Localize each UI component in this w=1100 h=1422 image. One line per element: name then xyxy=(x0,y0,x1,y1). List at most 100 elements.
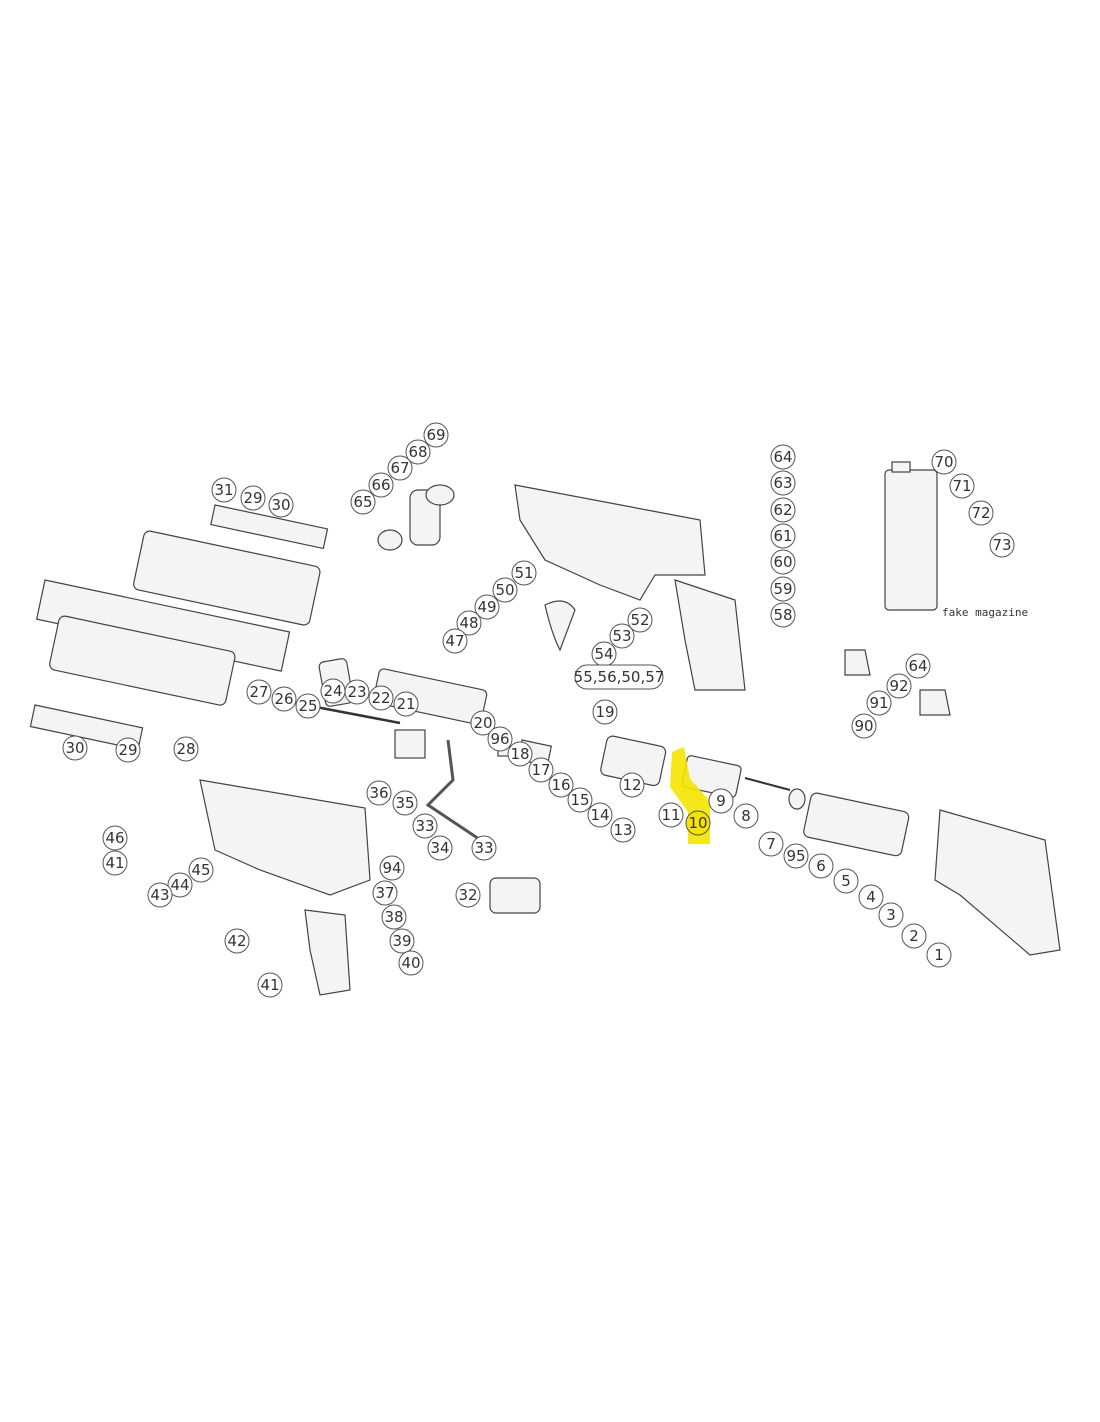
callout-number: 64 xyxy=(908,657,927,675)
callout-number: 55,56,50,57 xyxy=(574,668,665,686)
callout-number: 14 xyxy=(590,806,609,824)
callout-36: 36 xyxy=(366,780,392,806)
callout-33: 33 xyxy=(471,835,497,861)
callout-40: 40 xyxy=(398,950,424,976)
callout-31: 31 xyxy=(211,477,237,503)
callout-24: 24 xyxy=(320,678,346,704)
callout-58: 58 xyxy=(770,602,796,628)
callout-39: 39 xyxy=(389,928,415,954)
callout-8: 8 xyxy=(733,803,759,829)
callout-number: 20 xyxy=(473,714,492,732)
callout-7: 7 xyxy=(758,831,784,857)
callout-64: 64 xyxy=(770,444,796,470)
callout-10: 10 xyxy=(685,810,711,836)
callout-47: 47 xyxy=(442,628,468,654)
callout-number: 30 xyxy=(271,496,290,514)
lower-receiver-part xyxy=(199,779,1061,996)
upper-receiver-part xyxy=(514,484,746,691)
callout-32: 32 xyxy=(455,882,481,908)
callout-54: 54 xyxy=(591,641,617,667)
callout-number: 33 xyxy=(474,839,493,857)
callout-number: 58 xyxy=(773,606,792,624)
callout-number: 65 xyxy=(353,493,372,511)
callout-29: 29 xyxy=(115,737,141,763)
callout-number: 34 xyxy=(430,839,449,857)
callout-number: 13 xyxy=(613,821,632,839)
callout-12: 12 xyxy=(619,772,645,798)
callout-number: 45 xyxy=(191,861,210,879)
callout-number: 62 xyxy=(773,501,792,519)
callout-15: 15 xyxy=(567,787,593,813)
callout-3: 3 xyxy=(878,902,904,928)
callout-number: 39 xyxy=(392,932,411,950)
magazine-part xyxy=(884,461,938,611)
callout-number: 38 xyxy=(384,908,403,926)
callout-25: 25 xyxy=(295,693,321,719)
magazine-note: fake magazine xyxy=(942,606,1028,619)
callout-number: 96 xyxy=(490,730,509,748)
callout-number: 16 xyxy=(551,776,570,794)
callout-number: 91 xyxy=(869,694,888,712)
callout-21: 21 xyxy=(393,691,419,717)
callout-5: 5 xyxy=(833,868,859,894)
callout-63: 63 xyxy=(770,470,796,496)
callout-number: 8 xyxy=(741,807,751,825)
callout-number: 69 xyxy=(426,426,445,444)
callout-33: 33 xyxy=(412,813,438,839)
callout-number: 25 xyxy=(298,697,317,715)
callout-number: 33 xyxy=(415,817,434,835)
callout-number: 90 xyxy=(854,717,873,735)
callout-72: 72 xyxy=(968,500,994,526)
callout-70: 70 xyxy=(931,449,957,475)
callout-73: 73 xyxy=(989,532,1015,558)
callout-number: 32 xyxy=(458,886,477,904)
callout-number: 17 xyxy=(531,761,550,779)
callout-28: 28 xyxy=(173,736,199,762)
callout-52: 52 xyxy=(627,607,653,633)
callout-number: 29 xyxy=(243,489,262,507)
callout-number: 49 xyxy=(477,598,496,616)
callout-30: 30 xyxy=(62,735,88,761)
callout-number: 50 xyxy=(495,581,514,599)
callout-35: 35 xyxy=(392,790,418,816)
callout-number: 41 xyxy=(260,976,279,994)
parts-drawing xyxy=(29,461,1061,996)
callout-number: 60 xyxy=(773,553,792,571)
callout-68: 68 xyxy=(405,439,431,465)
callout-number: 72 xyxy=(971,504,990,522)
callout-number: 3 xyxy=(886,906,896,924)
callout-number: 53 xyxy=(612,627,631,645)
callout-number: 4 xyxy=(866,888,876,906)
callout-number: 44 xyxy=(170,876,189,894)
callout-number: 41 xyxy=(105,854,124,872)
callout-number: 6 xyxy=(816,857,826,875)
callout-number: 7 xyxy=(766,835,776,853)
hop-up-part xyxy=(377,484,455,551)
callout-number: 9 xyxy=(716,792,726,810)
callout-46: 46 xyxy=(102,825,128,851)
callout-61: 61 xyxy=(770,523,796,549)
callout-number: 42 xyxy=(227,932,246,950)
callout-number: 52 xyxy=(630,611,649,629)
callout-71: 71 xyxy=(949,473,975,499)
callout-number: 2 xyxy=(909,927,919,945)
callout-38: 38 xyxy=(381,904,407,930)
callout-34: 34 xyxy=(427,835,453,861)
callout-number: 10 xyxy=(688,814,707,832)
callout-number: 95 xyxy=(786,847,805,865)
callout-16: 16 xyxy=(548,772,574,798)
callout-number: 92 xyxy=(889,677,908,695)
callout-number: 46 xyxy=(105,829,124,847)
callout-number: 66 xyxy=(371,476,390,494)
callout-number: 70 xyxy=(934,453,953,471)
callout-18: 18 xyxy=(507,741,533,767)
callout-number: 12 xyxy=(622,776,641,794)
callout-number: 11 xyxy=(661,806,680,824)
callout-number: 43 xyxy=(150,886,169,904)
callout-number: 94 xyxy=(382,859,401,877)
callout-number: 31 xyxy=(214,481,233,499)
callout-69: 69 xyxy=(423,422,449,448)
callout-number: 29 xyxy=(118,741,137,759)
callout-91: 91 xyxy=(866,690,892,716)
